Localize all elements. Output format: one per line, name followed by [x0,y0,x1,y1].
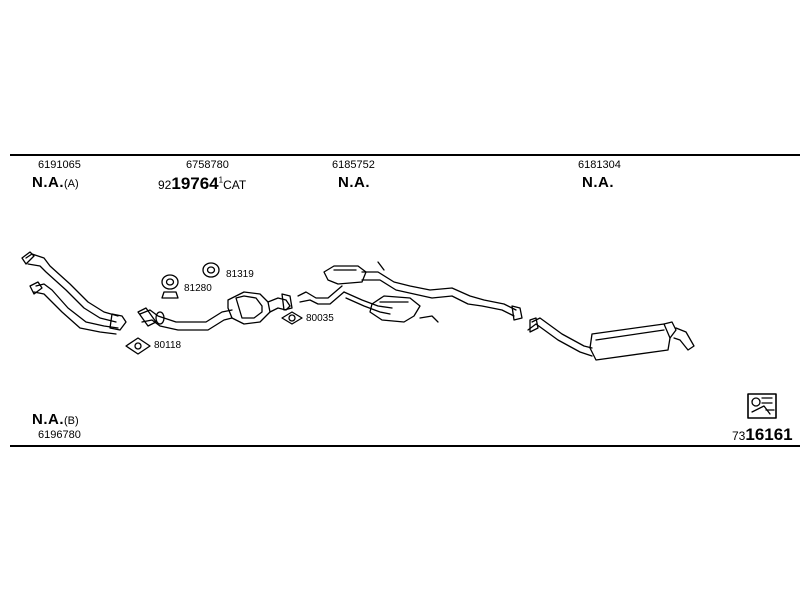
top-rule [10,154,800,156]
catalytic-converter-pipe [137,291,293,331]
footer-code-main: 16161 [745,425,793,444]
part-number-col2: 6758780 [186,159,229,171]
label-gasket-80035: 80035 [306,313,334,324]
footer-status-note: (B) [64,415,79,427]
status-col1: N.A.(A) [32,175,79,190]
status-note: (A) [64,178,79,190]
center-muffler-pipe [297,261,523,323]
gasket-80035 [281,311,303,325]
parts-reference-icon [747,393,777,419]
bottom-rule [10,445,800,447]
label-clamp-81280: 81280 [184,283,212,294]
label-clamp-81319: 81319 [226,269,254,280]
catalyst-code: 92197641CAT [158,175,246,193]
label-gasket-80118: 80118 [154,340,182,351]
gasket-80118 [125,337,151,355]
footer-code-prefix: 73 [732,429,746,443]
part-number-col3: 6185752 [332,159,375,171]
front-downpipe [21,251,127,335]
catalyst-code-mark: 1 [218,175,224,185]
footer-status: N.A.(B) [32,412,79,427]
catalyst-code-main: 19764 [171,174,219,193]
catalyst-code-suffix: CAT [223,178,247,192]
rear-silencer [527,317,695,361]
status-col3: N.A. [338,174,370,191]
footer-status-text: N.A. [32,411,64,428]
clamp-81319 [202,262,220,278]
footer-part-number: 6196780 [38,429,81,441]
footer-system-code: 7316161 [732,426,793,444]
part-number-col1: 6191065 [38,159,81,171]
part-number-col4: 6181304 [578,159,621,171]
status-col4: N.A. [582,174,614,191]
clamp-81280 [161,274,179,299]
status-text: N.A. [32,174,64,191]
catalyst-code-prefix: 92 [158,178,172,192]
